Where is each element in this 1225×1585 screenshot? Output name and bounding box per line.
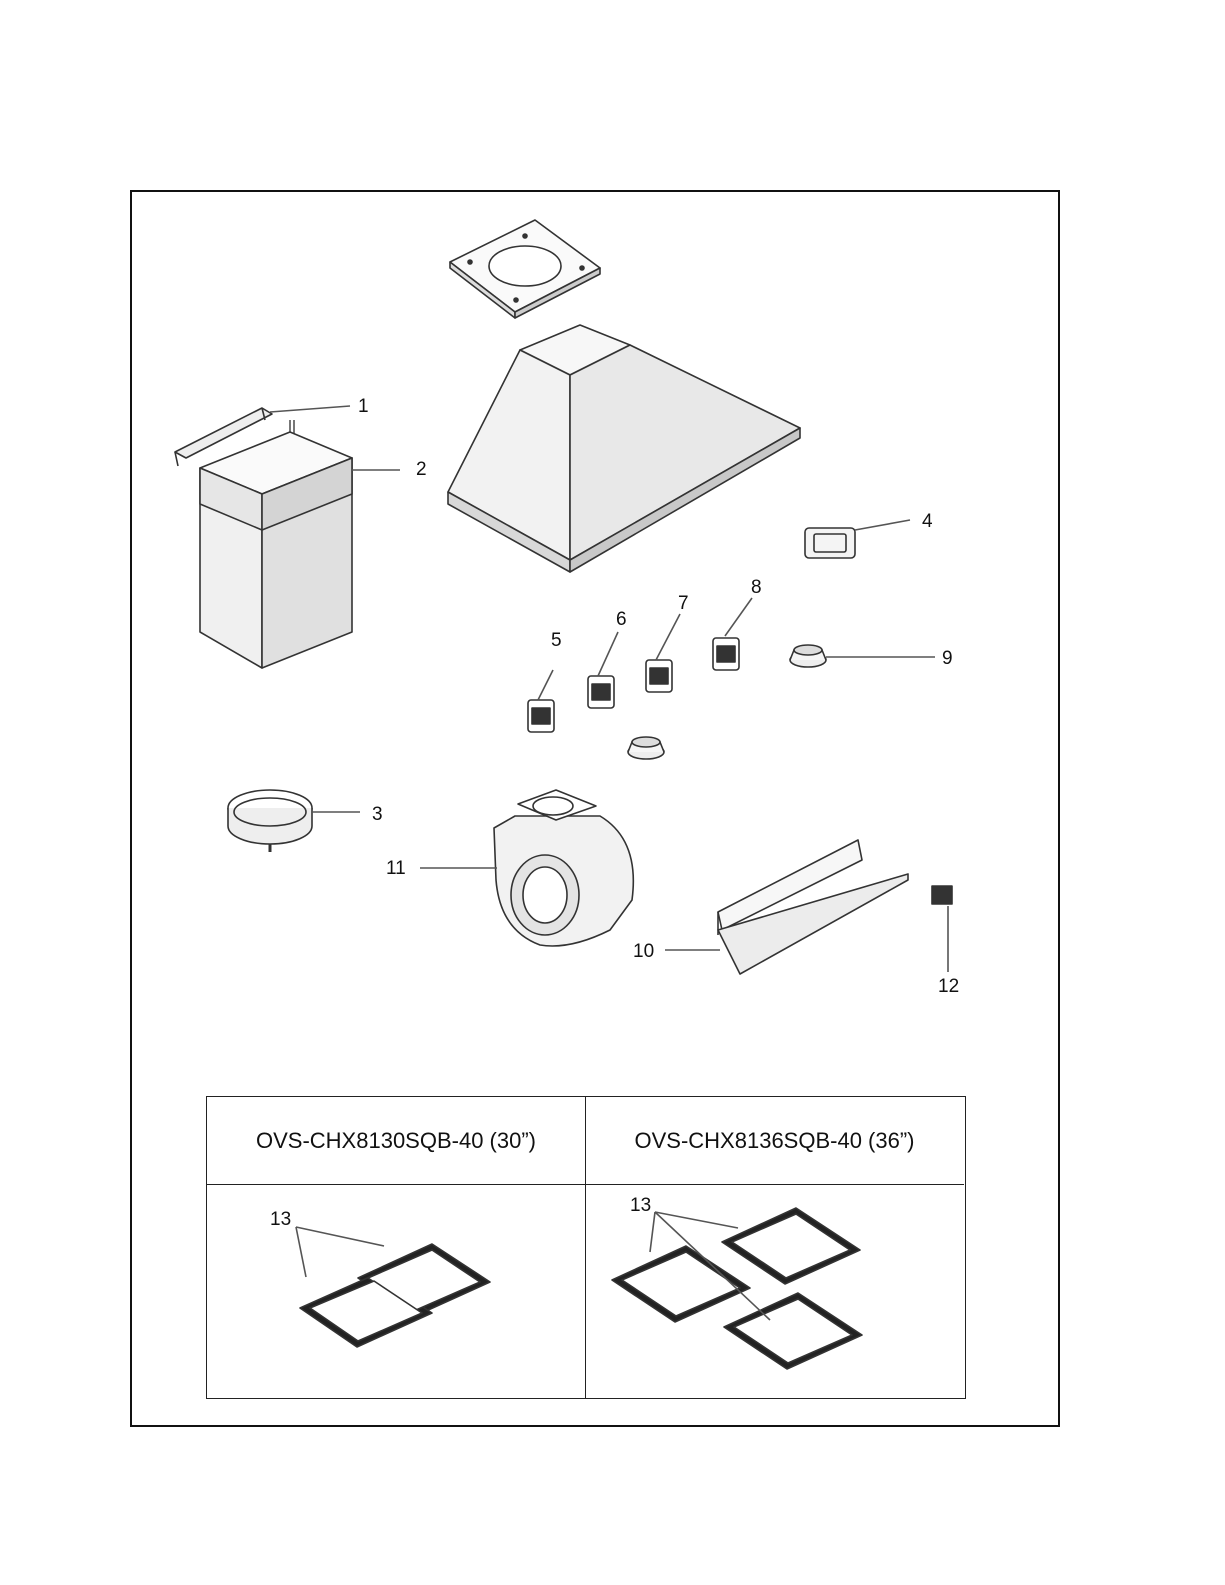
blower-motor [420, 790, 633, 946]
rail-bracket [665, 840, 908, 974]
switch-6 [588, 632, 618, 708]
mounting-plate [450, 220, 600, 318]
switch-8 [713, 598, 752, 670]
callout-4: 4 [922, 512, 933, 531]
hood-body [448, 325, 800, 572]
callout-12: 12 [938, 977, 959, 996]
duct-collar [228, 790, 360, 852]
chimney-cover [200, 432, 400, 668]
knob-9 [790, 645, 935, 667]
callout-1: 1 [358, 397, 369, 416]
light-fixture [805, 520, 910, 558]
callout-10: 10 [633, 942, 654, 961]
callout-8: 8 [751, 578, 762, 597]
callout-2: 2 [416, 460, 427, 479]
callout-11: 11 [386, 859, 406, 878]
col2-header: OVS-CHX8136SQB-40 (36”) [585, 1097, 964, 1185]
clip-12 [932, 886, 952, 972]
switch-7 [646, 614, 680, 692]
callout-3: 3 [372, 805, 383, 824]
callout-6: 6 [616, 610, 627, 629]
callout-7: 7 [678, 594, 689, 613]
callout-9: 9 [942, 649, 953, 668]
filter-table: OVS-CHX8130SQB-40 (30”) OVS-CHX8136SQB-4… [206, 1096, 966, 1399]
callout-5: 5 [551, 631, 562, 650]
switch-5 [528, 670, 554, 732]
knob-extra [628, 737, 664, 759]
column-divider [585, 1097, 586, 1398]
col1-header: OVS-CHX8130SQB-40 (30”) [207, 1097, 585, 1185]
